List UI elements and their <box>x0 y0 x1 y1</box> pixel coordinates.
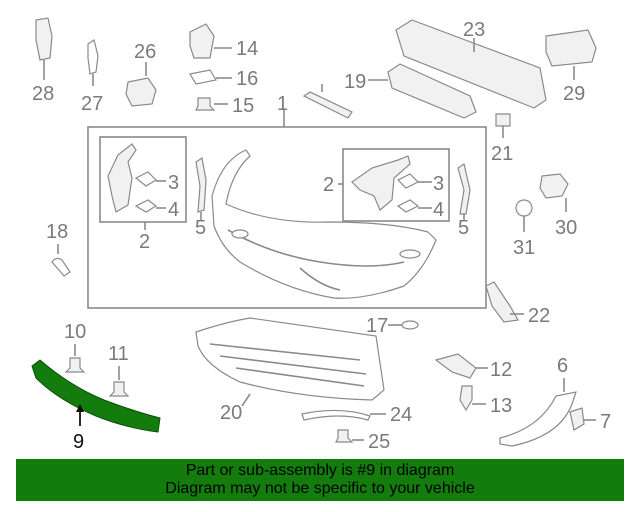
part-16-clip <box>189 69 217 85</box>
part-19-absorber <box>387 63 477 119</box>
part-20-undercover <box>195 317 385 401</box>
callout-11: 11 <box>108 343 129 365</box>
part-10-fastener <box>64 357 86 373</box>
callout-19: 19 <box>344 71 366 93</box>
part-7-bezel <box>569 407 585 431</box>
callout-3-left: 3 <box>168 172 179 194</box>
right-bracket-box <box>342 148 450 222</box>
banner-line-2: Diagram may not be specific to your vehi… <box>165 480 475 497</box>
callout-20: 20 <box>220 402 242 424</box>
right-bracket-part <box>351 155 411 211</box>
callout-13: 13 <box>490 395 512 417</box>
callout-1: 1 <box>277 93 288 115</box>
part-23-reinforcement <box>395 19 547 109</box>
part-15-fastener <box>195 97 216 111</box>
left-side-strip <box>195 156 207 213</box>
banner-line-1: Part or sub-assembly is #9 in diagram <box>185 462 455 479</box>
part-25-fastener <box>335 429 354 443</box>
callout-31: 31 <box>513 237 535 259</box>
callout-16: 16 <box>236 68 258 90</box>
part-9-lower-spoiler[interactable] <box>31 359 161 433</box>
callout-10: 10 <box>64 321 86 343</box>
part-29-module <box>545 29 597 67</box>
part-14-bracket <box>189 23 215 59</box>
callout-14: 14 <box>236 38 258 60</box>
part-21-clip <box>495 113 511 127</box>
part-30-sensor <box>539 173 569 199</box>
part-13-fastener <box>459 385 473 412</box>
callout-18: 18 <box>46 221 68 243</box>
callout-25: 25 <box>368 431 390 453</box>
callout-2-left: 2 <box>139 231 150 253</box>
callout-5-right: 5 <box>458 217 469 239</box>
callout-27: 27 <box>81 93 103 115</box>
callout-21: 21 <box>491 143 513 165</box>
callout-24: 24 <box>390 404 412 426</box>
left-bracket-box <box>99 136 187 223</box>
right-fog-opening <box>399 249 421 259</box>
callout-28: 28 <box>32 83 54 105</box>
callout-26: 26 <box>134 41 156 63</box>
left-bracket-part <box>107 143 137 213</box>
callout-30: 30 <box>555 217 577 239</box>
callout-17: 17 <box>366 315 388 337</box>
right-clip-part-3 <box>396 173 420 189</box>
info-banner: Part or sub-assembly is #9 in diagram Di… <box>16 459 624 501</box>
part-11-fastener <box>108 381 130 397</box>
callout-4-right: 4 <box>433 199 444 221</box>
callout-9: 9 <box>73 431 84 453</box>
bumper-assembly-box <box>87 126 487 309</box>
part-22-bracket <box>485 281 519 323</box>
callout-15: 15 <box>232 95 254 117</box>
part-27-bracket <box>87 39 99 75</box>
part-8-strip <box>302 91 353 119</box>
callout-4-left: 4 <box>168 199 179 221</box>
callout-2-right: 2 <box>323 174 334 196</box>
right-clip-part-4 <box>396 199 420 213</box>
part-17-grommet <box>401 320 419 330</box>
callout-29: 29 <box>563 83 585 105</box>
part-6-trim <box>499 391 577 447</box>
left-fog-opening <box>231 229 249 239</box>
callout-6: 6 <box>557 355 568 377</box>
part-31-ring <box>515 199 533 217</box>
part-26-connector <box>125 77 157 107</box>
bumper-cover <box>211 149 437 299</box>
right-side-strip <box>457 163 471 215</box>
callout-3-right: 3 <box>433 173 444 195</box>
callout-5-left: 5 <box>195 217 206 239</box>
callout-22: 22 <box>528 305 550 327</box>
part-28-bracket <box>35 17 53 61</box>
left-clip-part-4 <box>134 199 158 213</box>
callout-7: 7 <box>600 411 611 433</box>
part-24-strip <box>301 409 371 421</box>
part-18-hook <box>51 257 71 277</box>
left-clip-part-3 <box>134 171 157 187</box>
callout-23: 23 <box>463 19 485 41</box>
callout-12: 12 <box>490 359 512 381</box>
part-12-bracket <box>434 353 477 379</box>
